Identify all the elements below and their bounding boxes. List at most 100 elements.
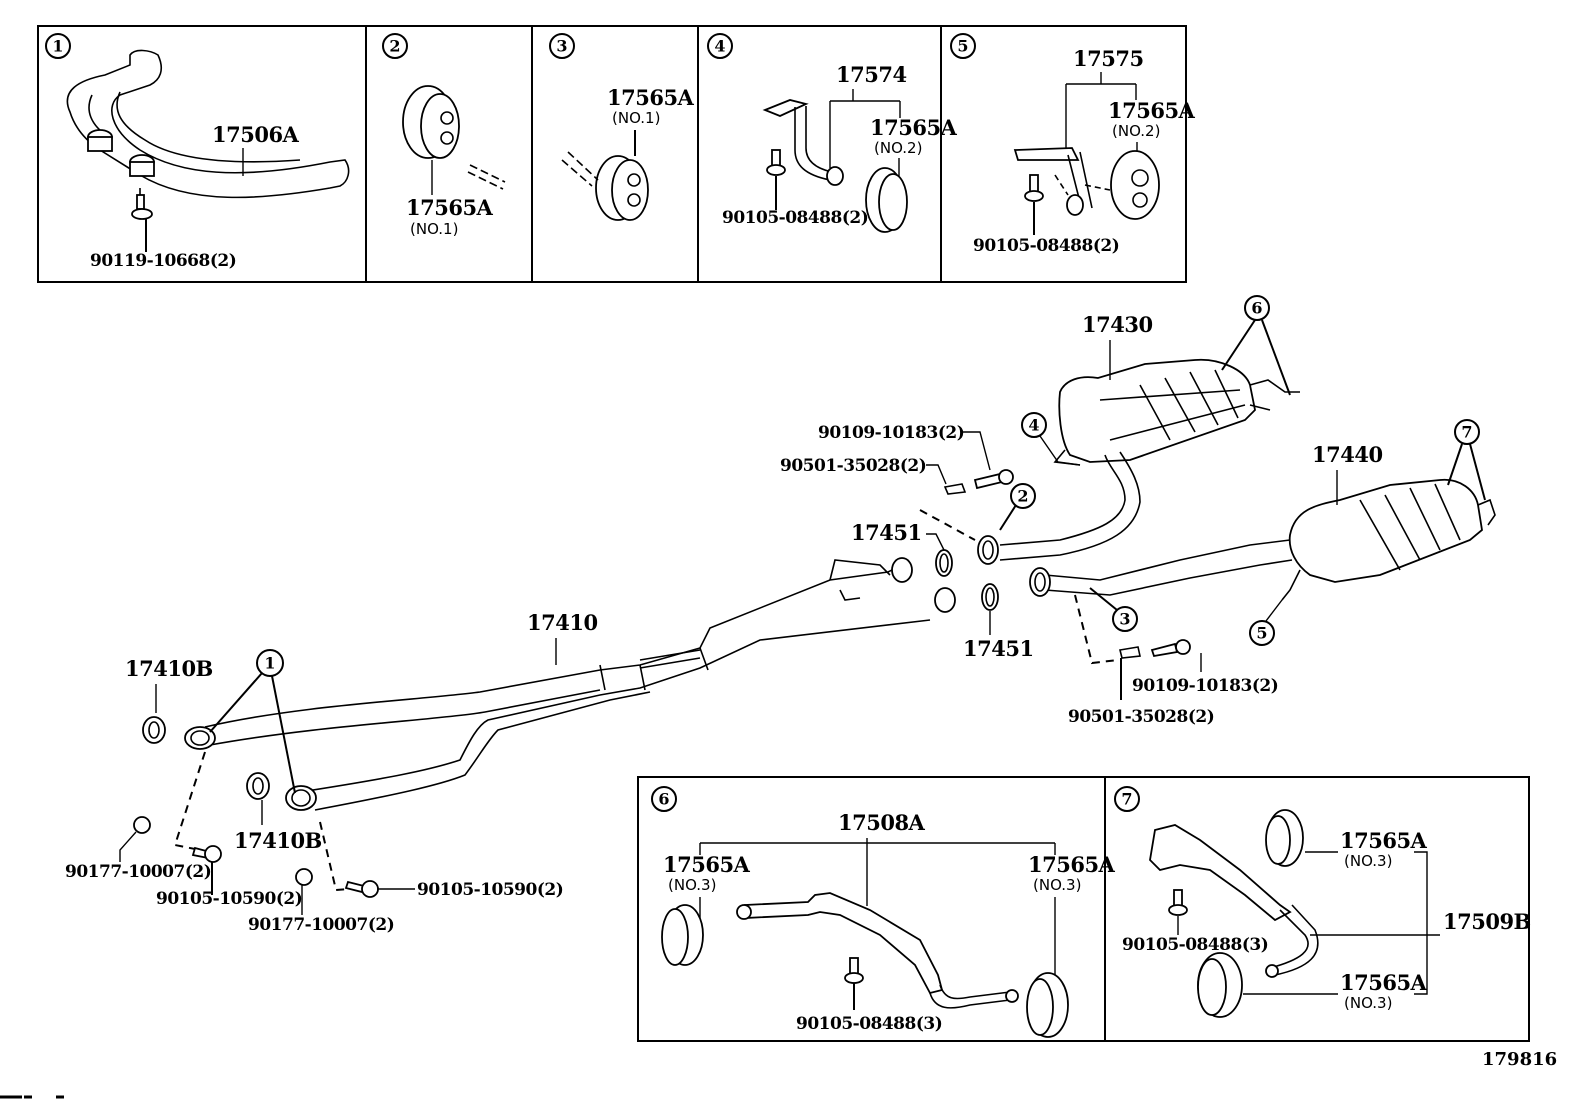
part-label-17565A-no2[interactable]: 17565A xyxy=(1108,98,1196,123)
part-label-17565A-no3[interactable]: 17565A xyxy=(663,852,751,877)
svg-text:3: 3 xyxy=(556,37,567,56)
svg-text:2: 2 xyxy=(389,37,400,56)
part-label-90105-08488[interactable]: 90105-08488(3) xyxy=(796,1014,943,1034)
svg-text:17451: 17451 xyxy=(963,636,1034,661)
part-label-17506A[interactable]: 17506A xyxy=(212,122,300,147)
svg-text:7: 7 xyxy=(1461,423,1472,442)
bracket-leader xyxy=(699,838,1056,906)
part-label-90177-10007[interactable]: 90177-10007(2) xyxy=(248,915,395,935)
part-label-90105-10590[interactable]: 90105-10590(2) xyxy=(156,889,303,909)
gasket-17410B-left[interactable]: 17410B xyxy=(125,656,213,744)
hanger-bracket-drawing xyxy=(1149,809,1319,1018)
part-label-17565A-no2[interactable]: 17565A xyxy=(870,115,958,140)
part-label-90501-35028[interactable]: 90501-35028(2) xyxy=(780,456,927,476)
svg-text:2: 2 xyxy=(1017,487,1028,506)
inset-index-badge: 6 xyxy=(651,786,677,812)
part-label-17574[interactable]: 17574 xyxy=(836,62,907,87)
inset-strip-frame xyxy=(637,776,1530,1042)
part-label-90109-10183[interactable]: 90109-10183(2) xyxy=(818,423,965,443)
part-sub-label: (NO.1) xyxy=(612,109,660,127)
fastener-group-upper xyxy=(919,469,1014,541)
inset-3[interactable]: 3 17565A (NO.1) xyxy=(549,33,695,221)
inset-7[interactable]: 7 90105-08488(3) 17565A (NO.3) 17565A (N… xyxy=(1114,786,1531,1018)
hanger-bracket-drawing xyxy=(762,99,908,233)
callout-7[interactable]: 7 xyxy=(1447,419,1486,501)
gasket-17451-upper[interactable]: 17451 xyxy=(851,520,953,577)
top-inset-strip xyxy=(37,25,1187,283)
part-label-17565A-no3[interactable]: 17565A xyxy=(1340,828,1428,853)
part-label-17565A-no1[interactable]: 17565A xyxy=(607,85,695,110)
callout-4[interactable]: 4 xyxy=(1021,412,1081,466)
bottom-inset-strip xyxy=(637,776,1530,1042)
part-label-90119-10668[interactable]: 90119-10668(2) xyxy=(90,251,237,271)
inset-1[interactable]: 1 17506A 90119-10668(2) xyxy=(45,33,350,271)
part-label-90105-08488[interactable]: 90105-08488(2) xyxy=(973,236,1120,256)
part-label-17565A-no3[interactable]: 17565A xyxy=(1340,970,1428,995)
part-label-90105-10590[interactable]: 90105-10590(2) xyxy=(417,880,564,900)
part-label-17508A[interactable]: 17508A xyxy=(838,810,926,835)
part-label-17575[interactable]: 17575 xyxy=(1073,46,1144,71)
part-label-17565A-no3[interactable]: 17565A xyxy=(1028,852,1116,877)
svg-text:1: 1 xyxy=(52,37,63,56)
part-label-17410[interactable]: 17410 xyxy=(527,610,598,635)
svg-text:17451: 17451 xyxy=(851,520,922,545)
part-sub-label: (NO.3) xyxy=(1033,876,1081,894)
callout-5[interactable]: 5 xyxy=(1249,599,1283,646)
front-support-bracket-drawing xyxy=(66,49,350,220)
part-sub-label: (NO.1) xyxy=(410,220,458,238)
part-label-17565A-no1[interactable]: 17565A xyxy=(406,195,494,220)
callout-2[interactable]: 2 xyxy=(999,483,1036,531)
part-sub-label: (NO.2) xyxy=(1112,122,1160,140)
inset-index-badge: 3 xyxy=(549,33,575,59)
bracket-leader xyxy=(1310,851,1440,995)
inset-index-badge: 7 xyxy=(1114,786,1140,812)
part-label-90177-10007[interactable]: 90177-10007(2) xyxy=(65,862,212,882)
inset-index-badge: 4 xyxy=(707,33,733,59)
inset-6[interactable]: 6 17508A 17565A (NO.3) 17565A (NO.3) 901… xyxy=(651,786,1116,1038)
rubber-hanger-drawing xyxy=(561,151,649,221)
inset-4[interactable]: 4 17574 17565A (NO.2) 90105-08488(2) xyxy=(707,33,958,233)
callout-3[interactable]: 3 xyxy=(1089,587,1138,632)
part-label-17440[interactable]: 17440 xyxy=(1312,442,1383,467)
part-label-90501-35028[interactable]: 90501-35028(2) xyxy=(1068,707,1215,727)
muffler-17440-drawing xyxy=(1029,478,1496,601)
svg-text:1: 1 xyxy=(264,654,275,673)
svg-text:6: 6 xyxy=(658,790,669,809)
svg-text:5: 5 xyxy=(957,37,968,56)
part-label-17509B[interactable]: 17509B xyxy=(1443,909,1531,934)
front-pipe-drawing xyxy=(184,557,956,811)
inset-index-badge: 1 xyxy=(45,33,71,59)
svg-text:4: 4 xyxy=(1028,416,1039,435)
hanger-bracket-drawing xyxy=(1013,147,1160,220)
gasket-17451-lower[interactable]: 17451 xyxy=(963,583,1034,661)
inset-strip-frame xyxy=(37,25,1187,283)
figure-id: 179816 xyxy=(1482,1049,1557,1070)
part-sub-label: (NO.3) xyxy=(1344,852,1392,870)
fastener-group-left xyxy=(119,751,222,895)
leader-line xyxy=(962,431,991,471)
svg-text:3: 3 xyxy=(1119,610,1130,629)
gasket-17410B-center[interactable]: 17410B xyxy=(234,772,322,853)
svg-text:17410B: 17410B xyxy=(125,656,213,681)
main-assembly: 17410 1 17410B 17410B xyxy=(65,295,1496,935)
muffler-17430-drawing xyxy=(977,358,1300,565)
inset-index-badge: 5 xyxy=(950,33,976,59)
part-label-90105-08488[interactable]: 90105-08488(3) xyxy=(1122,935,1269,955)
part-sub-label: (NO.3) xyxy=(668,876,716,894)
svg-text:17410B: 17410B xyxy=(234,828,322,853)
callout-1[interactable]: 1 xyxy=(209,649,296,794)
rubber-hanger-drawing xyxy=(402,85,506,190)
callout-6[interactable]: 6 xyxy=(1221,295,1291,396)
svg-text:7: 7 xyxy=(1121,790,1132,809)
hanger-bracket-drawing xyxy=(661,892,1069,1038)
part-label-17430[interactable]: 17430 xyxy=(1082,312,1153,337)
inset-5[interactable]: 5 17575 17565A (NO.2) 90105-08488(2) xyxy=(950,33,1196,256)
part-label-90109-10183[interactable]: 90109-10183(2) xyxy=(1132,676,1279,696)
inset-2[interactable]: 2 17565A (NO.1) xyxy=(382,33,506,238)
part-sub-label: (NO.2) xyxy=(874,139,922,157)
part-label-90105-08488[interactable]: 90105-08488(2) xyxy=(722,208,869,228)
svg-text:4: 4 xyxy=(714,37,725,56)
svg-text:6: 6 xyxy=(1251,299,1262,318)
fastener-group-right xyxy=(295,821,415,915)
